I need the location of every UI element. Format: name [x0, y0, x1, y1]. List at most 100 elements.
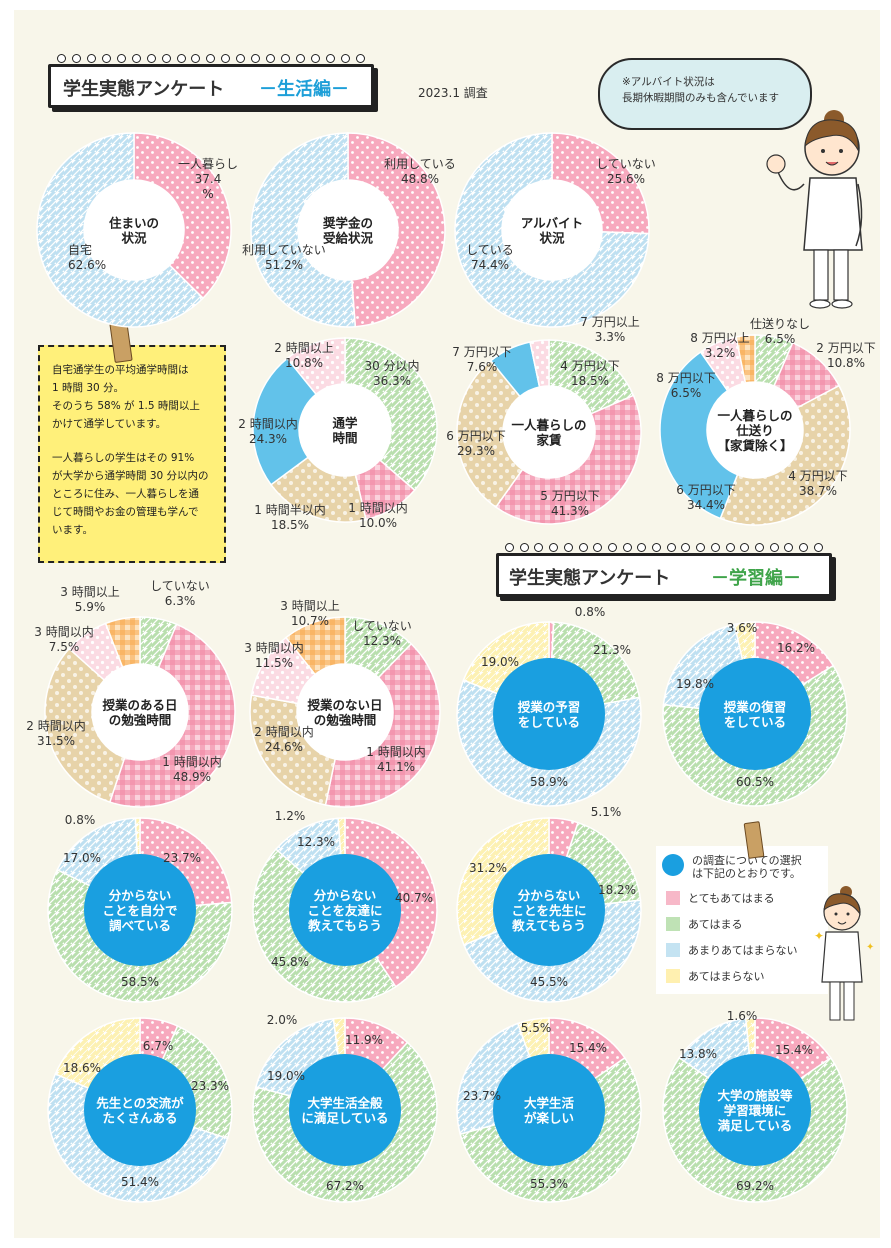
pie-center — [289, 854, 401, 966]
pie-title: 分からない — [314, 888, 377, 903]
memo-line: が大学から通学時間 30 分以内の — [52, 470, 209, 482]
pie-title: 奨学金の — [322, 216, 373, 231]
pie-title: 授業のある日 — [102, 698, 177, 713]
header-study-subtitle: －学習編－ — [711, 568, 801, 589]
pie-label: 40.7% — [395, 891, 433, 905]
pie-title: 教えてもらう — [307, 918, 382, 933]
pie-title: 家賃 — [536, 433, 562, 448]
pie-title: 状況 — [539, 231, 565, 246]
pie-label: 30 分以内 — [364, 359, 419, 373]
pie-label: 3.2% — [705, 346, 736, 360]
memo-line: います。 — [52, 524, 93, 536]
pie-label: 1.6% — [727, 1009, 758, 1023]
pie-label: 48.9% — [173, 770, 211, 784]
pie-label: 18.5% — [571, 374, 609, 388]
pie-label: 17.0% — [63, 851, 101, 865]
pie-center — [493, 1054, 605, 1166]
pie-label: 12.3% — [297, 835, 335, 849]
pie-title: 大学の施設等 — [717, 1088, 793, 1103]
legend-swatch — [666, 943, 680, 957]
legend-item: あてはまらない — [666, 968, 828, 984]
pie-label: 7 万円以上 — [580, 315, 639, 329]
pie-label: 仕送りなし — [750, 316, 810, 331]
header-life-title: 学生実態アンケート — [63, 79, 225, 100]
legend-swatch — [666, 891, 680, 905]
pie-label: していない — [150, 579, 210, 593]
pie-label: 58.9% — [530, 775, 568, 789]
pie-label: 6.3% — [165, 594, 196, 608]
pie-center — [297, 664, 393, 760]
pie-label: 3 時間以内 — [34, 625, 93, 639]
pie-label: 2 時間以内 — [238, 417, 297, 431]
pie-title: 受給状況 — [323, 231, 374, 246]
note-line: ※アルバイト状況は — [622, 76, 715, 88]
pie-title: に満足している — [301, 1111, 388, 1126]
pie-label: 5.1% — [591, 805, 622, 819]
pie-label: 13.8% — [679, 1047, 717, 1061]
pie-label: していない — [596, 157, 656, 171]
pie-center — [699, 658, 811, 770]
pie-label: 62.6% — [68, 258, 106, 272]
survey-date: 2023.1 調査 — [418, 86, 488, 100]
pie-title: ことを友達に — [307, 903, 382, 918]
pie-label: 自宅 — [68, 242, 92, 257]
pie-label: 31.2% — [469, 861, 507, 875]
pie-center — [493, 854, 605, 966]
pie-title: 仕送り — [735, 423, 774, 438]
pie-label: 3 時間以内 — [244, 641, 303, 655]
pie-center — [92, 664, 188, 760]
header-life: 学生実態アンケート －生活編－ — [48, 54, 374, 108]
pie-center — [699, 1054, 811, 1166]
legend-heading: の調査についての選択 は下記のとおりです。 — [662, 854, 828, 880]
pie-label: 7 万円以下 — [452, 345, 511, 359]
pie-label: 0.8% — [65, 813, 96, 827]
pie-title: 満足している — [718, 1118, 793, 1133]
header-life-subtitle: －生活編－ — [259, 79, 349, 100]
pie-title: 授業の復習 — [724, 700, 787, 715]
pie-label: 0.8% — [575, 605, 606, 619]
pie-label: 3 時間以上 — [60, 585, 119, 599]
pie-label: % — [202, 187, 213, 201]
pie-label: 一人暮らし — [178, 157, 238, 171]
pie-label: 2 時間以内 — [26, 719, 85, 733]
pie-label: 45.8% — [271, 955, 309, 969]
pie-center — [493, 658, 605, 770]
legend-swatch — [666, 969, 680, 983]
note-bubble — [598, 58, 812, 130]
memo-line: 自宅通学生の平均通学時間は — [52, 364, 189, 376]
pie-label: 3 時間以上 — [280, 599, 339, 613]
pie-title: の勉強時間 — [109, 713, 172, 728]
pie-label: 18.2% — [598, 883, 636, 897]
pie-label: 1 時間以内 — [348, 501, 407, 515]
note-line: 長期休暇期間のみも含んでいます — [622, 92, 779, 104]
pie-label: 利用している — [384, 157, 456, 171]
pie-title: 分からない — [109, 888, 172, 903]
pie-label: 2 時間以内 — [254, 725, 313, 739]
pie-label: 7.5% — [49, 640, 80, 654]
pie-title: 教えてもらう — [511, 918, 586, 933]
pie-label: 1 時間半以内 — [254, 503, 325, 517]
pie-title: の勉強時間 — [314, 713, 377, 728]
pie-label: 10.8% — [285, 356, 323, 370]
pie-center — [84, 180, 184, 280]
pie-label: 6.7% — [143, 1039, 174, 1053]
pie-label: 11.9% — [345, 1033, 383, 1047]
pie-label: 51.4% — [121, 1175, 159, 1189]
pie-title: 授業のない日 — [307, 698, 382, 713]
legend-item: あまりあてはまらない — [666, 942, 828, 958]
pie-label: 2 時間以上 — [274, 341, 333, 355]
pie-label: 51.2% — [265, 258, 303, 272]
pie-label: 24.6% — [265, 740, 303, 754]
pie-label: 23.7% — [463, 1089, 501, 1103]
memo-line: 一人暮らしの学生はその 91% — [52, 452, 195, 464]
pie-label: 1.2% — [275, 809, 306, 823]
